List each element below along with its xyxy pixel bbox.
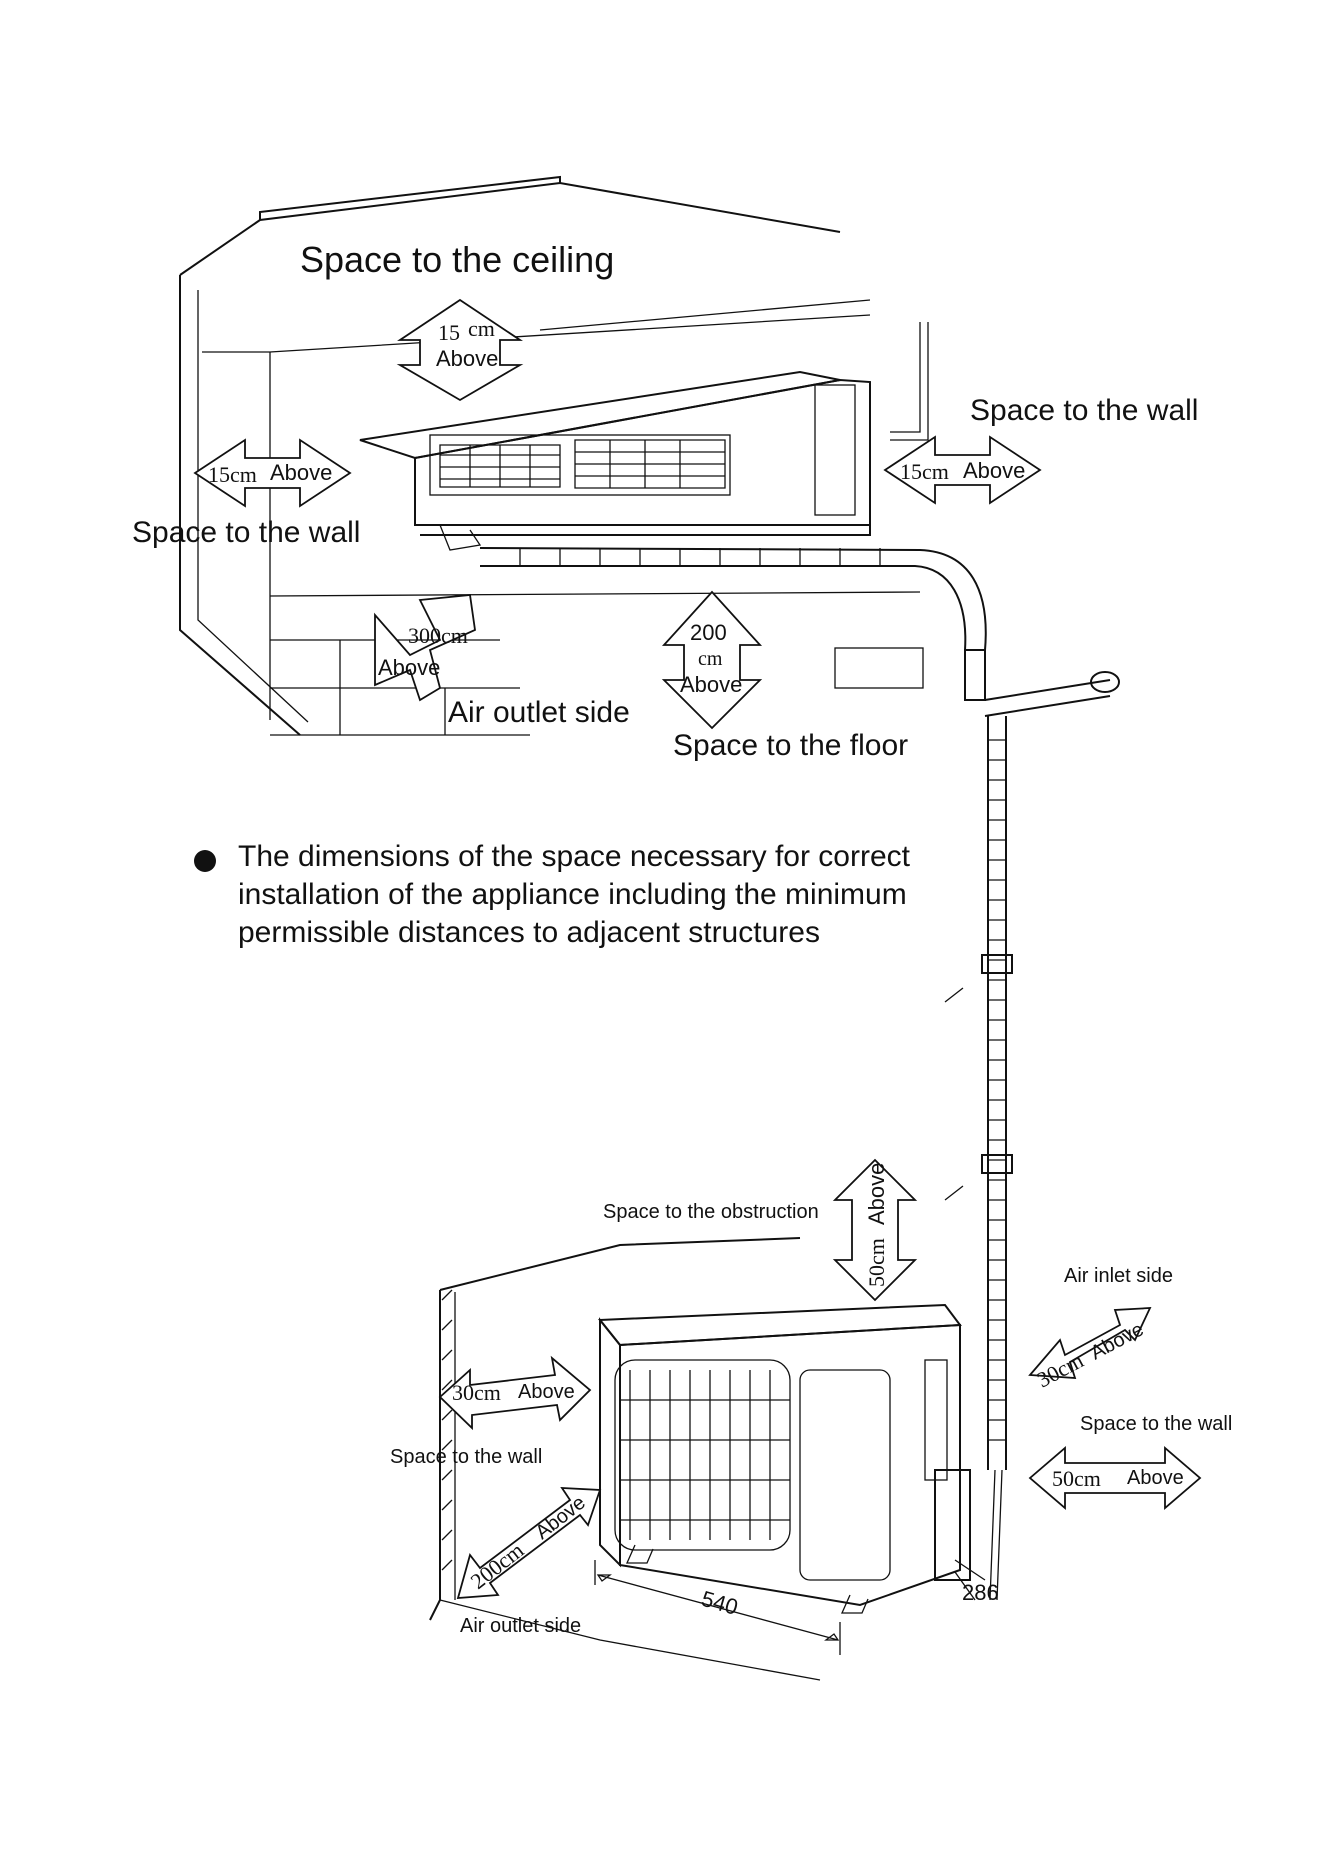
installation-note: The dimensions of the space necessary fo…	[194, 838, 960, 952]
air-inlet-above: Above	[1087, 1318, 1147, 1364]
floor-label: Space to the floor	[673, 729, 908, 762]
outdoor-unit	[597, 1303, 971, 1614]
ceiling-label: Space to the ceiling	[300, 239, 614, 280]
air-outlet-clearance-arrow	[374, 594, 476, 702]
left-wall-label: Space to the wall	[132, 516, 360, 549]
left-wall-clearance-arrow	[193, 438, 352, 508]
refrigerant-pipe	[479, 547, 1120, 1601]
right-wall-label: Space to the wall	[970, 394, 1198, 427]
air-outlet-value: 300cm	[408, 623, 468, 648]
air-outlet-above: Above	[378, 655, 440, 680]
unit-width-dimension: 540	[699, 1586, 741, 1620]
indoor-unit	[359, 370, 871, 551]
right-wall-clearance-arrow	[883, 435, 1042, 505]
ceiling-value: 15	[438, 320, 460, 345]
unit-dimension-lines	[594, 1559, 986, 1655]
room-lines	[179, 175, 929, 736]
floor-unit: cm	[698, 648, 723, 670]
floor-value: 200	[690, 620, 727, 645]
ceiling-above: Above	[436, 346, 498, 371]
outdoor-wall	[429, 1237, 821, 1681]
outdoor-left-wall-value: 30cm	[452, 1380, 501, 1405]
obstruction-value: 50cm	[864, 1238, 889, 1287]
obstruction-above: Above	[864, 1163, 889, 1225]
right-wall-above: Above	[963, 458, 1025, 483]
obstruction-clearance-arrow	[832, 1158, 918, 1302]
outdoor-left-wall-above: Above	[518, 1381, 575, 1403]
floor-clearance-arrow	[661, 590, 763, 730]
right-wall-value: 15cm	[900, 459, 949, 484]
outdoor-left-wall-label: Space to the wall	[390, 1446, 542, 1468]
left-wall-above: Above	[270, 460, 332, 485]
outdoor-outlet-clearance-arrow	[456, 1487, 602, 1599]
outdoor-right-wall-above: Above	[1127, 1467, 1184, 1489]
unit-depth-dimension: 286	[962, 1580, 999, 1605]
bullet-icon	[194, 850, 216, 872]
installation-note-text: The dimensions of the space necessary fo…	[238, 840, 910, 949]
outdoor-outlet-above: Above	[532, 1492, 590, 1544]
outdoor-left-wall-clearance-arrow	[438, 1355, 592, 1431]
air-outlet-label: Air outlet side	[448, 696, 630, 729]
ceiling-unit: cm	[468, 316, 495, 341]
air-inlet-label: Air inlet side	[1064, 1265, 1173, 1287]
obstruction-label: Space to the obstruction	[603, 1201, 819, 1223]
floor-above: Above	[680, 672, 742, 697]
ceiling-clearance-arrow	[396, 298, 524, 402]
left-wall-value: 15cm	[208, 462, 257, 487]
air-inlet-clearance-arrow	[1028, 1307, 1152, 1379]
outdoor-right-wall-clearance-arrow	[1028, 1446, 1202, 1510]
outdoor-outlet-label: Air outlet side	[460, 1615, 581, 1637]
outdoor-right-wall-label: Space to the wall	[1080, 1413, 1232, 1435]
outdoor-right-wall-value: 50cm	[1052, 1466, 1101, 1491]
